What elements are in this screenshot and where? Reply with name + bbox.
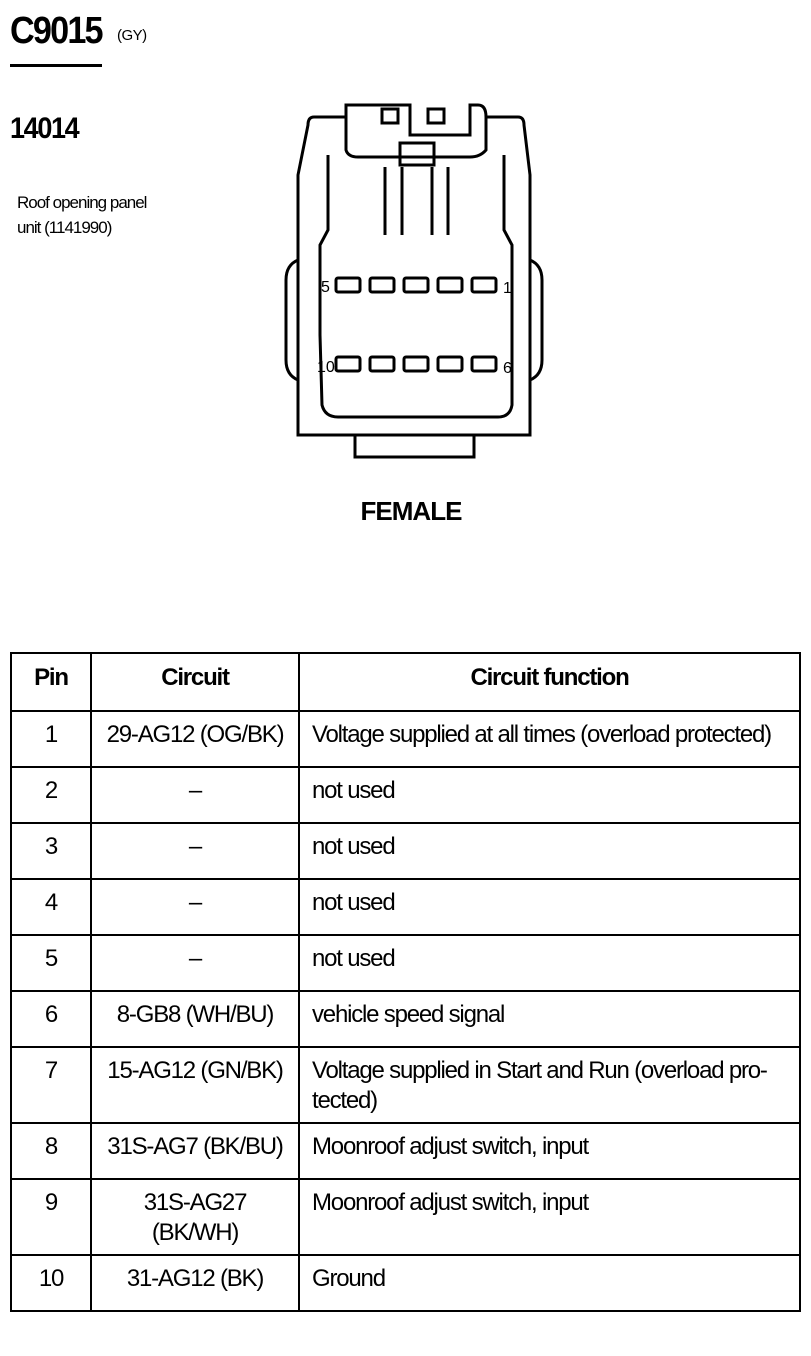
cell-circuit: 8-GB8 (WH/BU) xyxy=(90,990,300,1048)
connector-code: C9015 xyxy=(10,10,104,52)
column-header-pin: Pin xyxy=(10,652,92,712)
table-row: 4 – not used xyxy=(10,878,801,936)
pin-cavity-8 xyxy=(402,355,430,373)
part-number: 14014 xyxy=(10,112,80,145)
cell-pin: 1 xyxy=(10,710,92,768)
cell-function: not used xyxy=(298,822,801,880)
connector-key xyxy=(398,141,436,167)
pin-cavity-4 xyxy=(368,276,396,294)
cell-pin: 7 xyxy=(10,1046,92,1124)
cell-circuit: 31S-AG7 (BK/BU) xyxy=(90,1122,300,1180)
pin-cavity-7 xyxy=(436,355,464,373)
connector-bottom-tab xyxy=(353,435,476,459)
column-header-function: Circuit function xyxy=(298,652,801,712)
gender-label: FEMALE xyxy=(360,496,463,526)
table-header-row: Pin Circuit Circuit function xyxy=(10,652,801,712)
cell-pin: 6 xyxy=(10,990,92,1048)
pin-label-10: 10 xyxy=(317,359,335,376)
cell-function: Voltage supplied at all times (overload … xyxy=(298,710,801,768)
cell-function: Moonroof adjust switch, input xyxy=(298,1122,801,1180)
pin-cavity-2 xyxy=(436,276,464,294)
cell-pin: 8 xyxy=(10,1122,92,1180)
table-row: 2 – not used xyxy=(10,766,801,824)
table-row: 10 31-AG12 (BK) Ground xyxy=(10,1254,801,1312)
connector-diagram: 5 1 10 6 xyxy=(284,103,544,459)
pinout-table: Pin Circuit Circuit function 1 29-AG12 (… xyxy=(10,652,801,1312)
pin-cavity-3 xyxy=(402,276,430,294)
cell-function: not used xyxy=(298,878,801,936)
pin-cavity-6 xyxy=(470,355,498,373)
cell-pin: 10 xyxy=(10,1254,92,1312)
table-row: 5 – not used xyxy=(10,934,801,992)
cell-pin: 2 xyxy=(10,766,92,824)
connector-side-bump xyxy=(529,258,544,382)
connector-body xyxy=(296,115,532,437)
cell-pin: 5 xyxy=(10,934,92,992)
cell-circuit: – xyxy=(90,766,300,824)
pin-label-5: 5 xyxy=(321,279,330,296)
cell-function: vehicle speed signal xyxy=(298,990,801,1048)
table-row: 8 31S-AG7 (BK/BU) Moonroof adjust switch… xyxy=(10,1122,801,1180)
cell-pin: 9 xyxy=(10,1178,92,1256)
cell-function: Voltage supplied in Start and Run (overl… xyxy=(298,1046,801,1124)
pin-label-1: 1 xyxy=(503,280,512,297)
table-row: 9 31S-AG27 (BK/WH) Moonroof adjust switc… xyxy=(10,1178,801,1256)
cell-function: Ground xyxy=(298,1254,801,1312)
cell-circuit: 31S-AG27 (BK/WH) xyxy=(90,1178,300,1256)
cell-function: not used xyxy=(298,934,801,992)
cell-circuit: 29-AG12 (OG/BK) xyxy=(90,710,300,768)
pin-label-6: 6 xyxy=(503,360,512,377)
pin-cavity-9 xyxy=(368,355,396,373)
cell-pin: 3 xyxy=(10,822,92,880)
table-row: 3 – not used xyxy=(10,822,801,880)
cell-function: Moonroof adjust switch, input xyxy=(298,1178,801,1256)
cell-circuit: – xyxy=(90,934,300,992)
column-header-circuit: Circuit xyxy=(90,652,300,712)
connector-description: Roof opening panel unit (1141990) xyxy=(17,193,147,237)
connector-latch-tab xyxy=(426,107,446,125)
connector-inner-shell xyxy=(318,155,514,419)
table-row: 7 15-AG12 (GN/BK) Voltage supplied in St… xyxy=(10,1046,801,1124)
cell-circuit: – xyxy=(90,878,300,936)
cell-circuit: – xyxy=(90,822,300,880)
pin-cavity-10 xyxy=(334,355,362,373)
connector-latch-tab xyxy=(380,107,400,125)
pin-cavity-5 xyxy=(334,276,362,294)
connector-code-underline xyxy=(10,64,102,67)
table-row: 6 8-GB8 (WH/BU) vehicle speed signal xyxy=(10,990,801,1048)
cell-function: not used xyxy=(298,766,801,824)
pin-cavity-1 xyxy=(470,276,498,294)
cell-pin: 4 xyxy=(10,878,92,936)
table-row: 1 29-AG12 (OG/BK) Voltage supplied at al… xyxy=(10,710,801,768)
cell-circuit: 15-AG12 (GN/BK) xyxy=(90,1046,300,1124)
connector-side-bump xyxy=(284,258,299,382)
connector-color: (GY) xyxy=(117,27,147,44)
connector-latch xyxy=(344,103,488,159)
cell-circuit: 31-AG12 (BK) xyxy=(90,1254,300,1312)
